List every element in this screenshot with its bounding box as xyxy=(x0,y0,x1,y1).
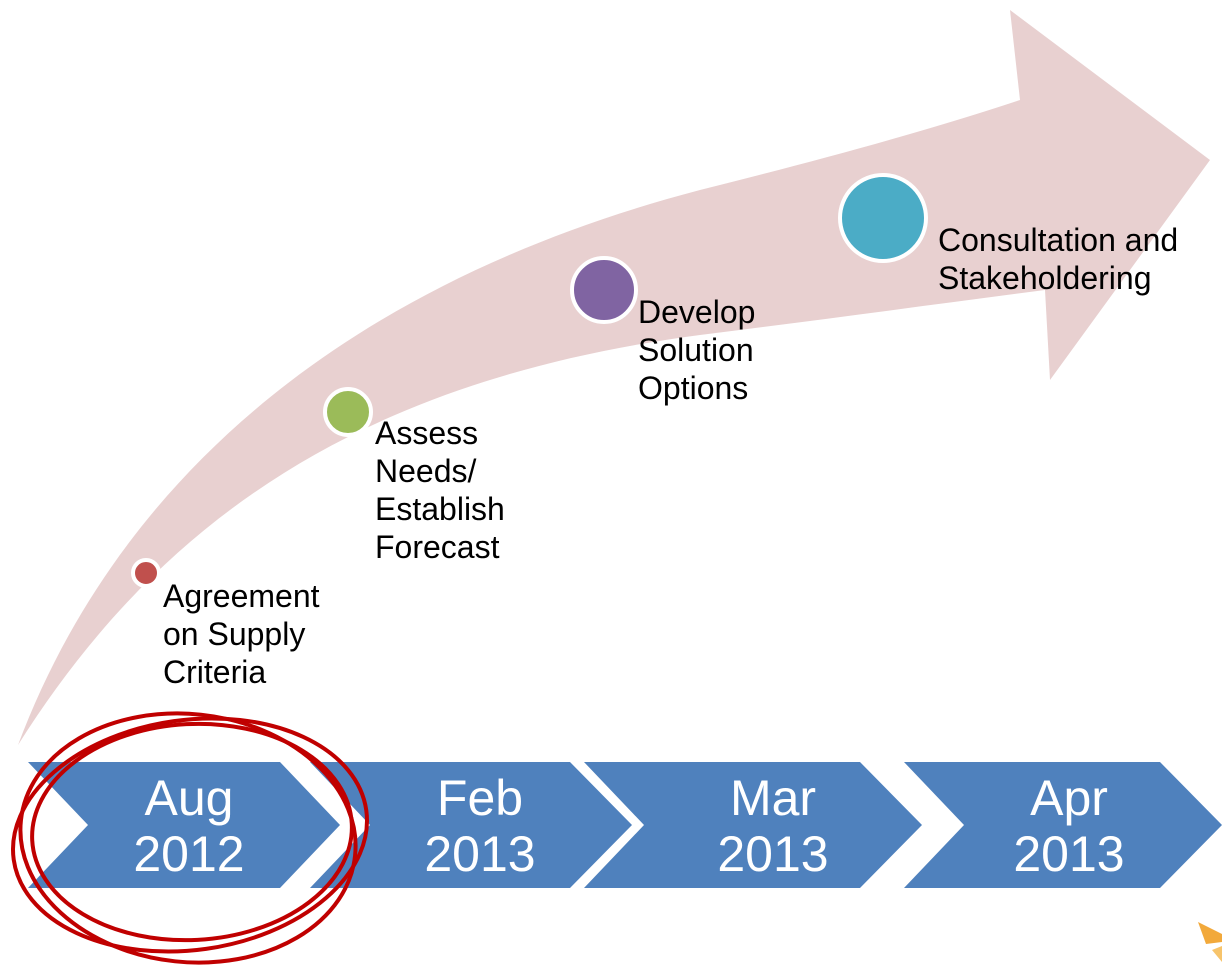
chevron-feb-2013 xyxy=(310,762,632,888)
milestone-dot-2 xyxy=(323,387,373,437)
milestone-label-3: Develop Solution Options xyxy=(638,294,756,406)
timeline-label-feb-2013: Feb 2013 xyxy=(424,770,536,882)
star-burst-logo-icon xyxy=(1198,922,1222,962)
timeline-label-aug-2012: Aug 2012 xyxy=(133,770,245,882)
highlight-ring xyxy=(11,711,369,965)
timeline-label-apr-2013: Apr 2013 xyxy=(1013,770,1125,882)
chevron-aug-2012 xyxy=(28,762,340,888)
milestone-label-4: Consultation and Stakeholdering xyxy=(938,222,1179,296)
milestone-dots xyxy=(131,173,928,588)
chevron-mar-2013 xyxy=(584,762,922,888)
milestone-label-1: Agreement on Supply Criteria xyxy=(163,578,320,690)
timeline-label-mar-2013: Mar 2013 xyxy=(717,770,829,882)
chevron-apr-2013 xyxy=(904,762,1222,888)
milestone-dot-1 xyxy=(131,558,161,588)
milestone-dot-3 xyxy=(570,256,638,324)
chevron-row xyxy=(28,762,1222,888)
milestone-label-2: Assess Needs/ Establish Forecast xyxy=(375,415,505,565)
milestone-dot-4 xyxy=(838,173,928,263)
